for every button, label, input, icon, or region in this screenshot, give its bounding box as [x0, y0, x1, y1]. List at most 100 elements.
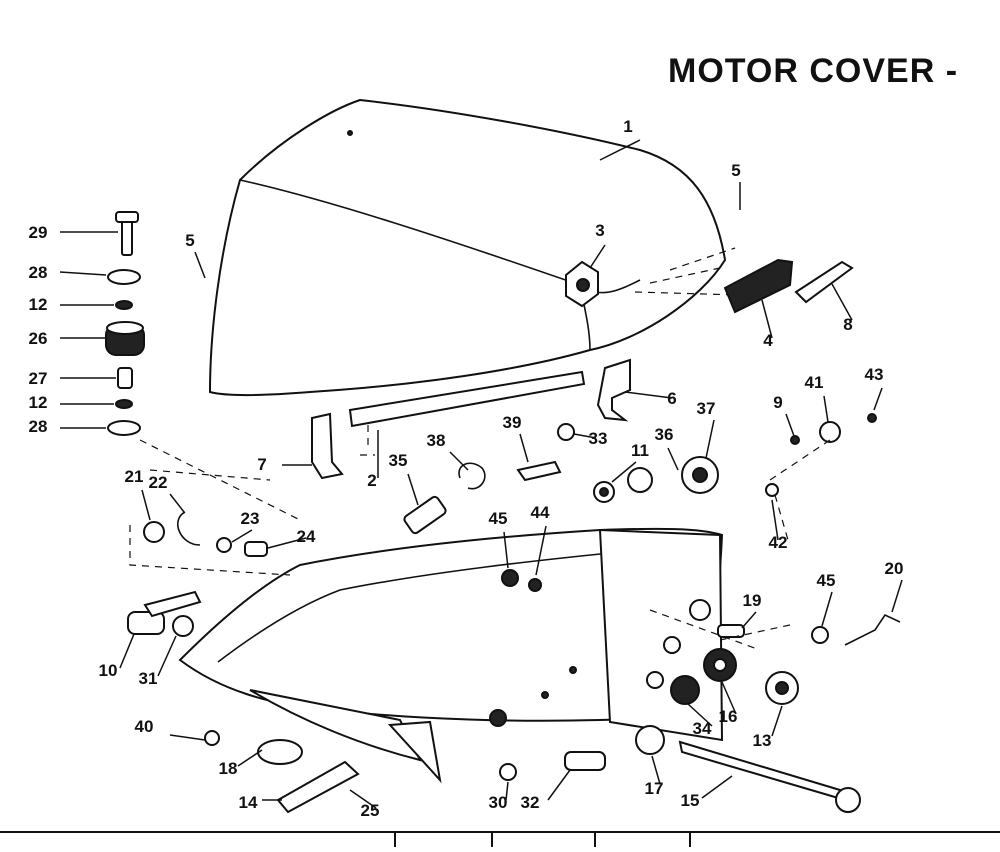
callout-number: 30: [489, 793, 508, 812]
callout-number: 37: [697, 399, 716, 418]
callout-number: 36: [655, 425, 674, 444]
callout-number: 22: [149, 473, 168, 492]
callout-leader-line: [407, 473, 419, 506]
callout-number: 41: [805, 373, 824, 392]
callout-number: 12: [29, 295, 48, 314]
callout-leader-line: [519, 433, 529, 463]
callout-number: 24: [297, 527, 316, 546]
callout-leader-line: [721, 681, 737, 715]
callout-number: 40: [135, 717, 154, 736]
callout-number: 17: [645, 779, 664, 798]
callout-number: 2: [367, 471, 376, 490]
callout-leader-line: [141, 489, 151, 521]
callout-leader-line: [891, 579, 903, 613]
callout-number: 31: [139, 669, 158, 688]
callout-leader-line: [267, 537, 307, 549]
callout-leader-line: [823, 395, 829, 423]
callout-leader-line: [169, 493, 185, 513]
callout-leader-line: [449, 451, 469, 471]
callout-leader-line: [547, 769, 571, 801]
bracket-part-6: [596, 358, 631, 422]
callout-number: 3: [595, 221, 604, 240]
motor-cover-hood: [208, 98, 741, 396]
callout-number: 23: [241, 509, 260, 528]
callout-number: 6: [667, 389, 676, 408]
callout-number: 15: [681, 791, 700, 810]
callout-leader-line: [599, 139, 641, 161]
callout-number: 26: [29, 329, 48, 348]
callout-leader-line: [237, 749, 263, 767]
callout-number: 18: [219, 759, 238, 778]
callout-leader-line: [349, 789, 377, 809]
callout-number: 5: [185, 231, 194, 250]
callout-leader-line: [687, 703, 713, 727]
callout-leader-line: [651, 755, 661, 785]
callout-number: 27: [29, 369, 48, 388]
callout-leader-line: [771, 499, 779, 541]
callout-leader-line: [573, 433, 597, 439]
callout-leader-line: [505, 781, 509, 801]
callout-number: 21: [125, 467, 144, 486]
callout-leader-line: [231, 529, 253, 543]
callout-number: 44: [531, 503, 550, 522]
callout-number: 13: [753, 731, 772, 750]
callout-number: 45: [817, 571, 836, 590]
callout-leader-line: [503, 531, 509, 569]
callout-leader-line: [761, 299, 773, 339]
callout-number: 1: [623, 117, 632, 136]
callout-number: 43: [865, 365, 884, 384]
callout-number: 25: [361, 801, 380, 820]
callout-number: 28: [29, 417, 48, 436]
callout-number: 10: [99, 661, 118, 680]
callout-number: 45: [489, 509, 508, 528]
callout-number: 20: [885, 559, 904, 578]
bracket-part-7: [311, 412, 344, 480]
callout-number: 4: [763, 331, 773, 350]
callout-leader-line: [873, 387, 883, 411]
table-rule: [0, 831, 1000, 847]
callout-leader-line: [611, 461, 637, 483]
callout-number: 39: [503, 413, 522, 432]
callout-leader-line: [119, 633, 135, 669]
callout-number: 42: [769, 533, 788, 552]
callout-number: 32: [521, 793, 540, 812]
handle-part-4: [723, 258, 794, 314]
callout-number: 35: [389, 451, 408, 470]
callout-number: 29: [29, 223, 48, 242]
callout-number: 8: [843, 315, 852, 334]
callout-number: 7: [257, 455, 266, 474]
callout-number: 14: [239, 793, 258, 812]
callout-leader-line: [831, 283, 853, 321]
callout-leader-line: [169, 734, 206, 741]
callout-leader-line: [59, 271, 107, 276]
callout-number: 33: [589, 429, 608, 448]
callout-leader-line: [589, 244, 606, 269]
callout-leaders: [59, 139, 903, 809]
callout-number: 19: [743, 591, 762, 610]
callout-number: 11: [631, 441, 649, 460]
callout-leader-line: [194, 251, 206, 279]
callout-number: 38: [427, 431, 446, 450]
callout-number: 28: [29, 263, 48, 282]
callout-leader-line: [785, 413, 795, 437]
callout-leader-line: [705, 419, 715, 459]
callout-leader-line: [701, 775, 733, 799]
callout-number: 34: [693, 719, 712, 738]
callout-leader-line: [667, 447, 679, 471]
page-title: MOTOR COVER -: [668, 52, 959, 90]
callout-number: 16: [719, 707, 738, 726]
callout-number: 5: [731, 161, 740, 180]
callout-number: 12: [29, 393, 48, 412]
callout-leader-line: [157, 635, 177, 677]
small-hardware: [127, 413, 901, 814]
seal-strip: [348, 370, 586, 456]
callout-number: 9: [773, 393, 782, 412]
callout-leader-line: [535, 525, 547, 576]
callout-leader-line: [624, 391, 673, 399]
mount-hardware-stack: [105, 211, 145, 436]
callout-leader-line: [741, 611, 757, 629]
callout-leader-line: [821, 591, 833, 627]
